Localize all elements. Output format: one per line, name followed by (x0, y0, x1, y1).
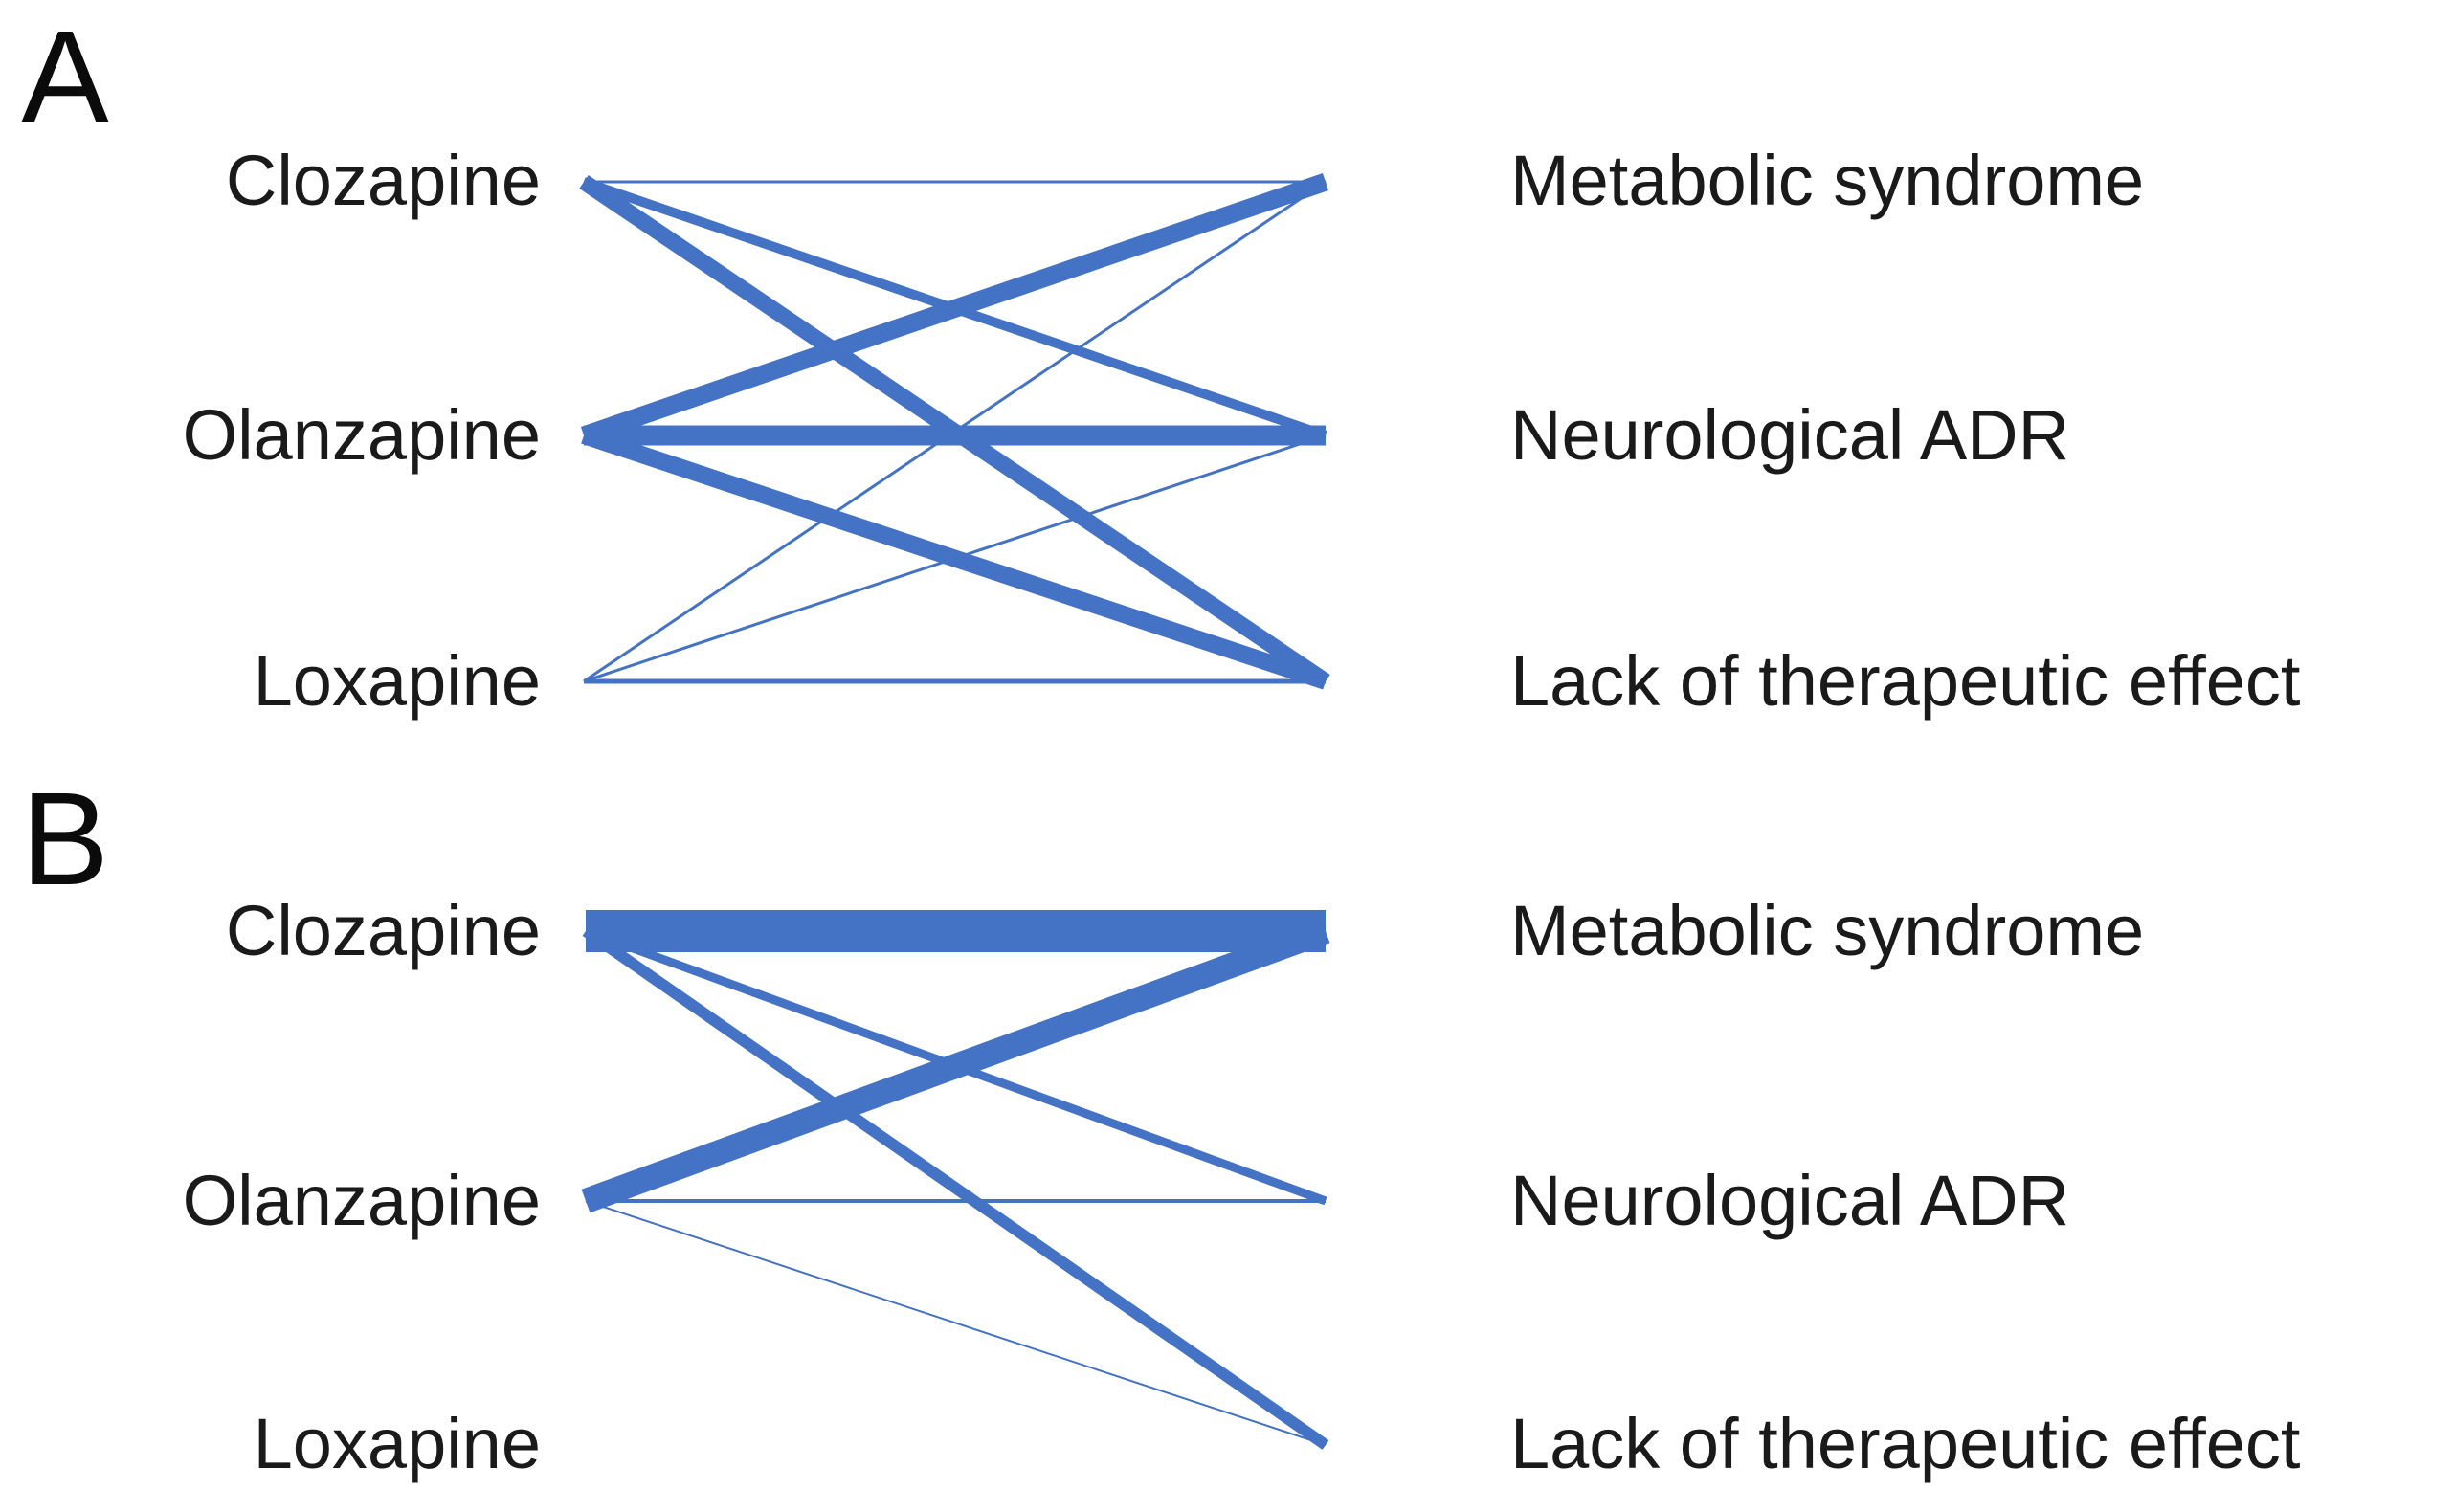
edge-olanzapine-to-lack-of-therapeutic-effect (581, 427, 1328, 690)
edge-clozapine-to-lack-of-therapeutic-effect (579, 174, 1330, 689)
panel-b-right-node-lack-of-therapeutic-effect: Lack of therapeutic effect (1510, 1404, 2301, 1483)
panel-b-edges (581, 910, 1330, 1450)
panel-a-left-node-loxapine: Loxapine (253, 641, 541, 721)
panel-b-letter: B (21, 766, 109, 913)
panel-a-right-node-neurological-adr: Neurological ADR (1510, 395, 2070, 475)
edge-olanzapine-to-metabolic-syndrome (580, 173, 1329, 444)
panel-a-left-node-clozapine: Clozapine (225, 141, 541, 220)
panel-a-right-node-metabolic-syndrome: Metabolic syndrome (1510, 141, 2145, 220)
edge-clozapine-to-neurological-adr (582, 177, 1327, 440)
edge-loxapine-to-metabolic-syndrome (583, 180, 1327, 683)
panel-a-edges (579, 173, 1330, 690)
edge-olanzapine-to-metabolic-syndrome (581, 919, 1330, 1213)
panel-b-left-node-clozapine: Clozapine (225, 891, 541, 970)
panel-b-right-node-metabolic-syndrome: Metabolic syndrome (1510, 891, 2145, 970)
panel-b-left-node-loxapine: Loxapine (253, 1404, 541, 1483)
panel-a-right-node-lack-of-therapeutic-effect: Lack of therapeutic effect (1510, 641, 2301, 721)
edge-clozapine-to-lack-of-therapeutic-effect (582, 926, 1329, 1450)
panel-a-letter: A (21, 4, 109, 151)
panel-b-right-node-neurological-adr: Neurological ADR (1510, 1161, 2070, 1240)
edge-loxapine-to-neurological-adr (583, 434, 1327, 683)
panel-b-left-node-olanzapine: Olanzapine (182, 1161, 541, 1240)
edge-olanzapine-to-lack-of-therapeutic-effect (585, 1200, 1327, 1446)
panel-a-left-node-olanzapine: Olanzapine (182, 395, 541, 475)
edge-clozapine-to-neurological-adr (584, 926, 1327, 1206)
